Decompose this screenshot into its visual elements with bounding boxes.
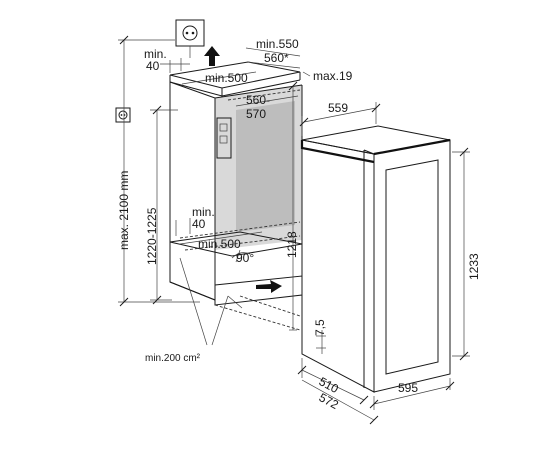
label-max19: max.19	[313, 69, 353, 83]
label-595: 595	[398, 381, 418, 395]
dim-595: 595	[369, 378, 455, 410]
label-1233: 1233	[467, 253, 481, 280]
angle-90: 90°	[231, 249, 254, 265]
arrow-up-icon	[204, 46, 220, 66]
label-90: 90°	[236, 251, 254, 265]
appliance-door	[373, 139, 451, 393]
label-min500-top: min.500	[205, 71, 248, 85]
label-min40-top-b: 40	[146, 59, 160, 73]
niche-plinth	[214, 275, 303, 306]
arrow-right-icon	[256, 280, 282, 293]
dim-2100: max. 2100 mm	[117, 35, 200, 307]
label-560s: 560*	[264, 51, 289, 65]
dim-depth: 510 572	[297, 358, 379, 425]
dim-min40-bottom: min. 40	[175, 205, 215, 236]
dim-1233: 1233	[452, 147, 481, 361]
label-2100: max. 2100 mm	[117, 171, 131, 250]
wall-socket-panel-icon	[175, 19, 205, 58]
label-560: 560-	[246, 93, 270, 107]
door-glass	[385, 159, 439, 375]
dim-min40-top: min. 40	[144, 47, 190, 73]
label-min550: min.550	[256, 37, 299, 51]
label-1220-1225: 1220-1225	[145, 207, 159, 265]
dim-1218: 1218	[285, 81, 299, 331]
appliance-side	[301, 139, 375, 393]
niche-back-wall	[236, 101, 295, 232]
niche-left-panel	[169, 81, 216, 301]
label-1218: 1218	[285, 231, 299, 258]
wine-cooler-appliance	[300, 125, 451, 393]
dim-560-570: 560- 570	[235, 93, 299, 121]
dim-min550: min.550 560*	[245, 37, 301, 69]
niche-cabinet	[169, 61, 303, 306]
dim-max19: max.19	[302, 69, 353, 83]
label-572: 572	[317, 390, 342, 412]
label-min40-bot-a: min.	[192, 205, 215, 219]
niche-socket-box	[216, 117, 232, 159]
dim-1220: 1220-1225	[145, 105, 178, 305]
dim-min500-bottom: min.500	[179, 231, 263, 251]
label-570: 570	[246, 107, 266, 121]
label-vent: min.200 cm²	[145, 353, 201, 364]
power-socket-icon	[115, 107, 131, 123]
dim-min500-top: min.500	[181, 71, 257, 85]
appliance-top	[301, 125, 451, 155]
label-559: 559	[328, 101, 348, 115]
dim-559: 559	[299, 101, 381, 136]
dim-7-5: 7,5	[313, 319, 327, 354]
label-min40-bot-b: 40	[192, 217, 206, 231]
label-min500-bot: min.500	[198, 237, 241, 251]
vent-callout: min.200 cm²	[145, 257, 243, 364]
label-7-5: 7,5	[313, 319, 327, 336]
floor-line-a	[214, 304, 301, 331]
label-min40-top-a: min.	[144, 47, 167, 61]
floor-line-b	[239, 295, 301, 317]
